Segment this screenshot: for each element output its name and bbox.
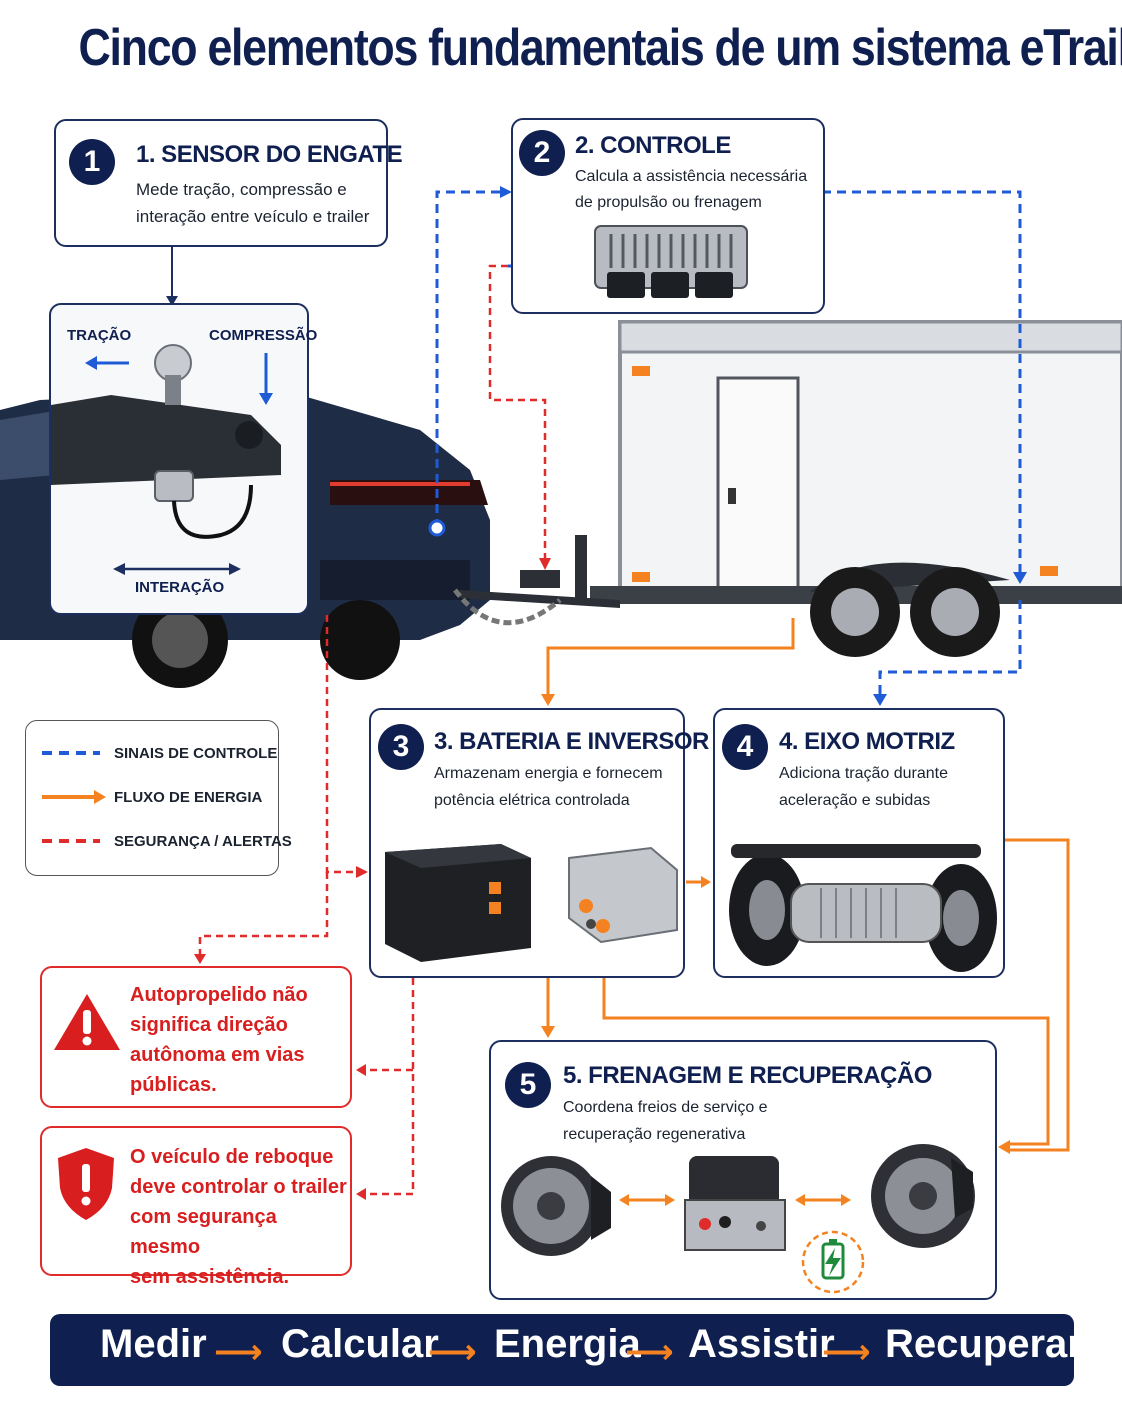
page-title: Cinco elementos fundamentais de um siste… <box>78 19 1122 77</box>
flow-step-assistir: Assistir <box>688 1322 835 1366</box>
card-4-description: Adiciona tração durante aceleração e sub… <box>779 765 948 809</box>
flow-step-energia: Energia <box>494 1322 641 1366</box>
shield-alert-icon <box>58 1148 114 1220</box>
card-control: 2 2. CONTROLE Calcula a assistência nece… <box>511 118 825 314</box>
card-5-title: 5. FRENAGEM E RECUPERAÇÃO <box>563 1062 932 1089</box>
trailer-illustration <box>453 320 1122 657</box>
card-2-title: 2. CONTROLE <box>575 132 731 159</box>
warning-triangle-icon <box>54 994 120 1050</box>
card-2-description: Calcula a assistência necessária de prop… <box>575 168 808 211</box>
process-flow-bar <box>50 1314 1074 1386</box>
brake-controller-icon <box>684 1156 786 1251</box>
badge-1: 1 <box>69 139 115 185</box>
ecu-module-icon <box>594 225 748 298</box>
badge-3: 3 <box>378 724 424 770</box>
flow-arrow-icon: ⟶ <box>822 1333 871 1371</box>
card-battery-inverter: 3 3. BATERIA E INVERSOR Armazenam energi… <box>369 708 709 978</box>
battery-pack-icon <box>385 844 531 962</box>
badge-5: 5 <box>505 1062 551 1108</box>
legend-control-signals: SINAIS DE CONTROLE <box>114 745 278 762</box>
flow-arrow-icon: ⟶ <box>625 1333 674 1371</box>
legend-swatches <box>42 751 106 843</box>
card-braking-recovery: 5 5. FRENAGEM E RECUPERAÇÃO Coordena fre… <box>489 1040 997 1300</box>
card-4-title: 4. EIXO MOTRIZ <box>779 728 955 755</box>
alert-towing-text: O veículo de reboque deve controlar o tr… <box>130 1146 347 1288</box>
hitch-sensor-inset: TRAÇÃO COMPRESSÃO INTERAÇÃO <box>49 303 317 615</box>
flow-step-calcular: Calcular <box>281 1322 439 1366</box>
badge-2: 2 <box>519 130 565 176</box>
flow-arrow-icon: ⟶ <box>428 1333 477 1371</box>
label-tracao: TRAÇÃO <box>67 327 132 344</box>
flow-step-recuperar: Recuperar <box>885 1322 1083 1366</box>
card-3-description: Armazenam energia e fornecem potência el… <box>434 765 663 809</box>
brake-disc-left-icon <box>501 1156 611 1256</box>
legend: SINAIS DE CONTROLE FLUXO DE ENERGIA SEGU… <box>25 720 292 876</box>
alert-autonomy-text: Autopropelido não significa direção autô… <box>130 984 308 1096</box>
alert-towing-control: O veículo de reboque deve controlar o tr… <box>40 1126 352 1288</box>
inverter-icon <box>568 846 678 944</box>
label-compressao: COMPRESSÃO <box>209 327 318 344</box>
card-3-title: 3. BATERIA E INVERSOR <box>434 728 709 755</box>
braking-system-illustration <box>501 1144 975 1294</box>
card-1-title: 1. SENSOR DO ENGATE <box>136 141 403 168</box>
drive-axle-illustration <box>729 844 997 972</box>
flow-step-medir: Medir <box>100 1322 207 1366</box>
card-1-description: Mede tração, compressão e interação entr… <box>136 180 370 226</box>
flow-arrow-icon: ⟶ <box>214 1333 263 1371</box>
card-drive-axle: 4 4. EIXO MOTRIZ Adiciona tração durante… <box>713 708 1005 978</box>
hitch-illustration <box>51 344 281 575</box>
card-5-description: Coordena freios de serviço e recuperação… <box>563 1099 768 1143</box>
badge-4: 4 <box>722 724 768 770</box>
battery-inverter-illustration <box>385 844 678 962</box>
legend-energy-flow: FLUXO DE ENERGIA <box>114 789 263 806</box>
label-interacao: INTERAÇÃO <box>135 579 225 596</box>
brake-disc-right-icon <box>871 1144 975 1248</box>
card-hitch-sensor: 1 1. SENSOR DO ENGATE Mede tração, compr… <box>54 119 403 247</box>
alert-autonomy: Autopropelido não significa direção autô… <box>40 966 352 1108</box>
legend-safety-alerts: SEGURANÇA / ALERTAS <box>114 833 292 850</box>
battery-charge-icon <box>801 1230 865 1294</box>
